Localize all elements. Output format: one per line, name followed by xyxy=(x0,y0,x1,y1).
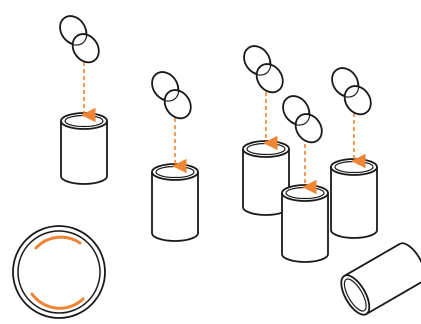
tilted-cylinder xyxy=(336,239,421,319)
piece-2 xyxy=(147,67,196,123)
cylinder-1 xyxy=(61,113,107,184)
cylinder-4 xyxy=(282,185,328,262)
ring-top-view-icon xyxy=(13,226,105,318)
piece-5 xyxy=(327,63,376,119)
piece-4 xyxy=(278,91,327,147)
piece-3 xyxy=(239,41,288,97)
piece-1 xyxy=(55,11,104,67)
cylinder-2 xyxy=(152,164,198,241)
cylinder-5 xyxy=(331,159,377,238)
